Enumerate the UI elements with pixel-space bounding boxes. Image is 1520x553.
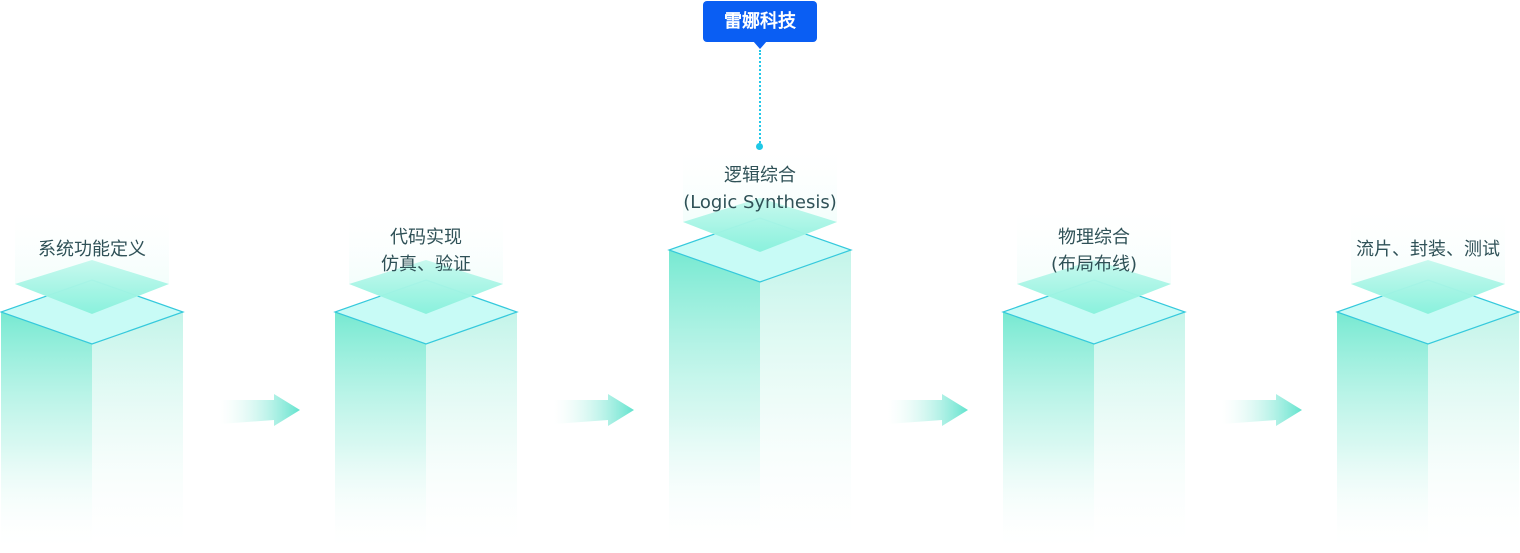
stage-label-line: 系统功能定义 xyxy=(38,239,146,260)
stage-label-4: 物理综合 (布局布线) xyxy=(994,224,1194,278)
stage-label-2: 代码实现仿真、验证 xyxy=(326,224,526,278)
label-panel-chevron xyxy=(1351,260,1505,314)
pillar-left-face xyxy=(1337,312,1428,553)
pillar-1 xyxy=(0,210,185,553)
company-badge: 雷娜科技 xyxy=(703,1,817,42)
stage-label-line: (Logic Synthesis) xyxy=(683,192,837,213)
pillar-left-face xyxy=(335,312,426,553)
flow-arrow-3 xyxy=(888,394,968,426)
company-badge-text: 雷娜科技 xyxy=(724,11,796,32)
badge-connector-dot xyxy=(756,143,763,150)
stage-label-line: (布局布线) xyxy=(1050,254,1138,275)
pillar-right-face xyxy=(1094,312,1185,553)
stage-label-line: 物理综合 xyxy=(1058,227,1130,248)
pillar-left-face xyxy=(1003,312,1094,553)
pillar-left-face xyxy=(1,312,92,553)
badge-connector-line xyxy=(759,50,761,146)
pillar-5 xyxy=(1335,210,1520,553)
label-panel-chevron xyxy=(1017,260,1171,314)
pillar-right-face xyxy=(92,312,183,553)
pillar-right-face xyxy=(1428,312,1519,553)
pillar-3 xyxy=(667,150,853,553)
stage-label-line: 仿真、验证 xyxy=(381,254,471,275)
flow-arrow-4 xyxy=(1222,394,1302,426)
pillar-right-face xyxy=(426,312,517,553)
pillar-2 xyxy=(333,212,519,553)
pillar-left-face xyxy=(669,250,760,553)
label-panel-chevron xyxy=(683,198,837,252)
flow-arrow-2 xyxy=(554,394,634,426)
label-panel-chevron xyxy=(15,260,169,314)
stage-label-5: 流片、封装、测试 xyxy=(1328,236,1520,263)
stage-label-3: 逻辑综合 (Logic Synthesis) xyxy=(660,162,860,216)
pillar-4 xyxy=(1001,210,1187,553)
stage-label-line: 逻辑综合 xyxy=(724,165,796,186)
pillar-right-face xyxy=(760,250,851,553)
flow-arrow-1 xyxy=(220,394,300,426)
stage-label-line: 流片、封装、测试 xyxy=(1356,239,1500,260)
stage-label-line: 代码实现 xyxy=(390,227,462,248)
label-panel-chevron xyxy=(349,260,503,314)
company-badge-pointer xyxy=(753,41,767,49)
stage-label-1: 系统功能定义 xyxy=(0,236,192,263)
